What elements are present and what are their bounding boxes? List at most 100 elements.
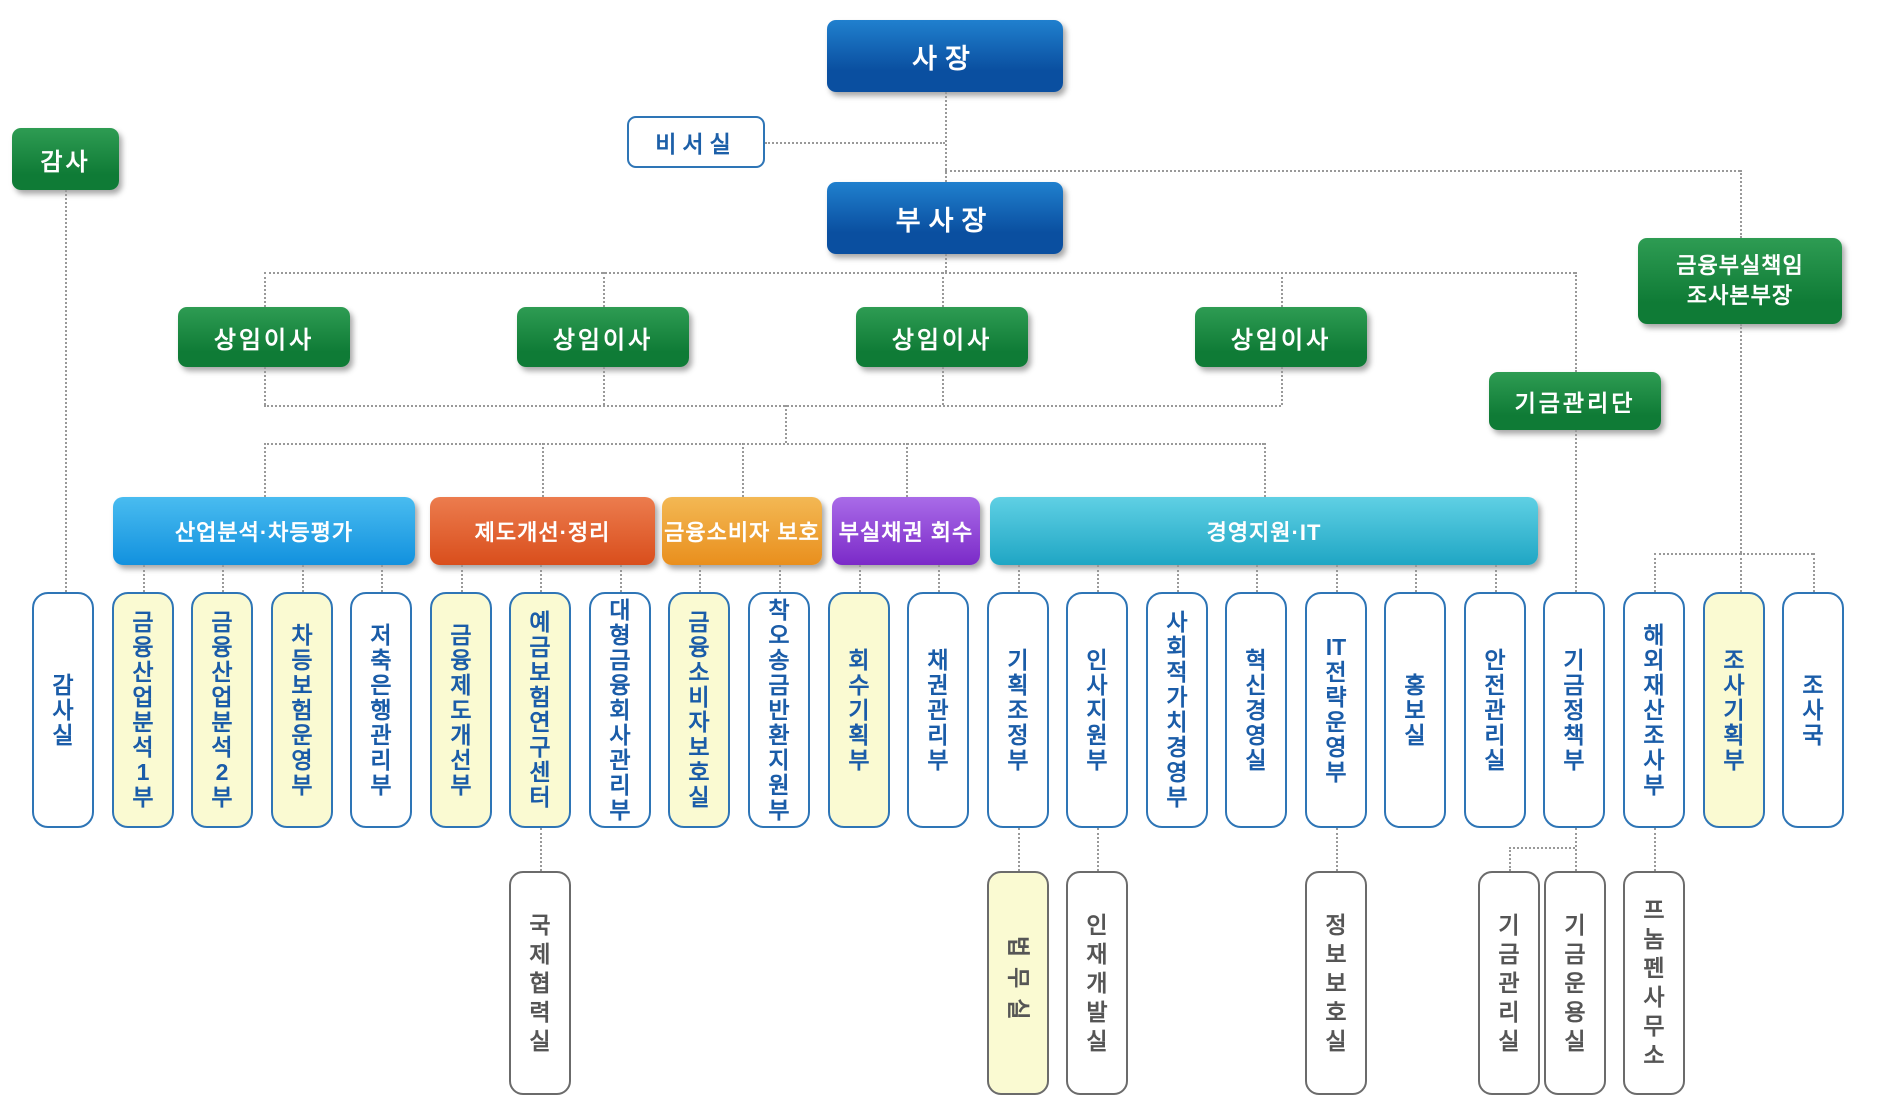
connector-line bbox=[1495, 565, 1497, 592]
connector-line bbox=[1097, 828, 1099, 871]
department-box: 차등보험운영부 bbox=[271, 592, 333, 828]
department-box: 조사기획부 bbox=[1703, 592, 1765, 828]
secretariat-box: 비서실 bbox=[627, 116, 765, 168]
sub-department-box: 정보보호실 bbox=[1305, 871, 1367, 1095]
insolvency-investigation-head-box: 금융부실책임 조사본부장 bbox=[1638, 238, 1842, 324]
department-box: 금융소비자보호실 bbox=[668, 592, 730, 828]
insolvency-head-line2: 조사본부장 bbox=[1686, 283, 1794, 308]
department-box: 해외재산조사부 bbox=[1623, 592, 1685, 828]
connector-line bbox=[603, 367, 605, 405]
connector-line bbox=[859, 565, 861, 592]
department-box: 대형금융회사관리부 bbox=[589, 592, 651, 828]
connector-line bbox=[264, 272, 1575, 274]
connector-line bbox=[381, 565, 383, 592]
connector-line bbox=[620, 565, 622, 592]
connector-line bbox=[1654, 828, 1656, 871]
connector-line bbox=[1575, 828, 1577, 871]
standing-director-box: 상임이사 bbox=[1195, 307, 1367, 367]
department-box: 조사국 bbox=[1782, 592, 1844, 828]
connector-line bbox=[1281, 272, 1283, 307]
connector-line bbox=[264, 272, 266, 307]
connector-line bbox=[1575, 272, 1577, 372]
department-box: IT전략운영부 bbox=[1305, 592, 1367, 828]
connector-line bbox=[65, 190, 67, 592]
connector-line bbox=[1281, 367, 1283, 405]
department-box: 회수기획부 bbox=[828, 592, 890, 828]
connector-line bbox=[1415, 565, 1417, 592]
connector-line bbox=[906, 443, 908, 497]
sub-department-rotated-label: 법무실 bbox=[1005, 936, 1032, 1030]
connector-line bbox=[945, 254, 947, 272]
connector-line bbox=[1509, 847, 1511, 871]
sub-department-box: 법무실 bbox=[987, 871, 1049, 1095]
sub-department-box: 기금관리실 bbox=[1478, 871, 1540, 1095]
connector-line bbox=[603, 272, 605, 307]
department-box: 감사실 bbox=[32, 592, 94, 828]
connector-line bbox=[1256, 565, 1258, 592]
connector-line bbox=[942, 272, 944, 307]
standing-director-box: 상임이사 bbox=[178, 307, 350, 367]
connector-line bbox=[461, 565, 463, 592]
connector-line bbox=[742, 443, 744, 497]
division-band: 부실채권 회수 bbox=[832, 497, 980, 565]
department-box: 기금정책부 bbox=[1543, 592, 1605, 828]
department-box: 홍보실 bbox=[1384, 592, 1446, 828]
connector-line bbox=[540, 565, 542, 592]
connector-line bbox=[222, 565, 224, 592]
connector-line bbox=[1336, 828, 1338, 871]
connector-line bbox=[1740, 324, 1742, 553]
department-box: 안전관리실 bbox=[1464, 592, 1526, 828]
department-box: 채권관리부 bbox=[907, 592, 969, 828]
department-box: 예금보험연구센터 bbox=[509, 592, 571, 828]
connector-line bbox=[264, 367, 266, 405]
connector-line bbox=[1654, 553, 1656, 592]
standing-director-box: 상임이사 bbox=[856, 307, 1028, 367]
connector-line bbox=[1097, 565, 1099, 592]
division-band: 금융소비자 보호 bbox=[662, 497, 822, 565]
connector-line bbox=[264, 405, 1281, 407]
connector-line bbox=[1336, 565, 1338, 592]
sub-department-box: 국제협력실 bbox=[509, 871, 571, 1095]
department-box: 금융산업분석2부 bbox=[191, 592, 253, 828]
connector-line bbox=[1740, 553, 1742, 592]
connector-line bbox=[765, 142, 945, 144]
connector-line bbox=[945, 92, 947, 182]
department-box: 금융제도개선부 bbox=[430, 592, 492, 828]
connector-line bbox=[302, 565, 304, 592]
connector-line bbox=[1018, 828, 1020, 871]
connector-line bbox=[542, 443, 544, 497]
connector-line bbox=[779, 565, 781, 592]
department-box: 착오송금반환지원부 bbox=[748, 592, 810, 828]
fund-management-group-box: 기금관리단 bbox=[1489, 372, 1661, 430]
connector-line bbox=[540, 828, 542, 871]
division-band: 제도개선·정리 bbox=[430, 497, 655, 565]
connector-line bbox=[1177, 565, 1179, 592]
insolvency-head-line1: 금융부실책임 bbox=[1676, 253, 1804, 278]
department-box: 금융산업분석1부 bbox=[112, 592, 174, 828]
standing-director-box: 상임이사 bbox=[517, 307, 689, 367]
auditor-box: 감사 bbox=[12, 128, 119, 190]
sub-department-box: 기금운용실 bbox=[1544, 871, 1606, 1095]
connector-line bbox=[945, 170, 1740, 172]
connector-line bbox=[1813, 553, 1815, 592]
connector-line bbox=[1509, 847, 1575, 849]
vice-president-box: 부사장 bbox=[827, 182, 1063, 254]
sub-department-box: 인재개발실 bbox=[1066, 871, 1128, 1095]
connector-line bbox=[938, 565, 940, 592]
division-band: 산업분석·차등평가 bbox=[113, 497, 415, 565]
connector-line bbox=[1740, 170, 1742, 238]
department-box: 혁신경영실 bbox=[1225, 592, 1287, 828]
department-box: 기획조정부 bbox=[987, 592, 1049, 828]
connector-line bbox=[1264, 443, 1266, 497]
connector-line bbox=[1575, 430, 1577, 592]
connector-line bbox=[699, 565, 701, 592]
division-band: 경영지원·IT bbox=[990, 497, 1538, 565]
connector-line bbox=[143, 565, 145, 592]
connector-line bbox=[1018, 565, 1020, 592]
connector-line bbox=[785, 405, 787, 443]
connector-line bbox=[942, 367, 944, 405]
department-box: 저축은행관리부 bbox=[350, 592, 412, 828]
department-box: 인사지원부 bbox=[1066, 592, 1128, 828]
president-box: 사장 bbox=[827, 20, 1063, 92]
connector-line bbox=[264, 443, 266, 497]
